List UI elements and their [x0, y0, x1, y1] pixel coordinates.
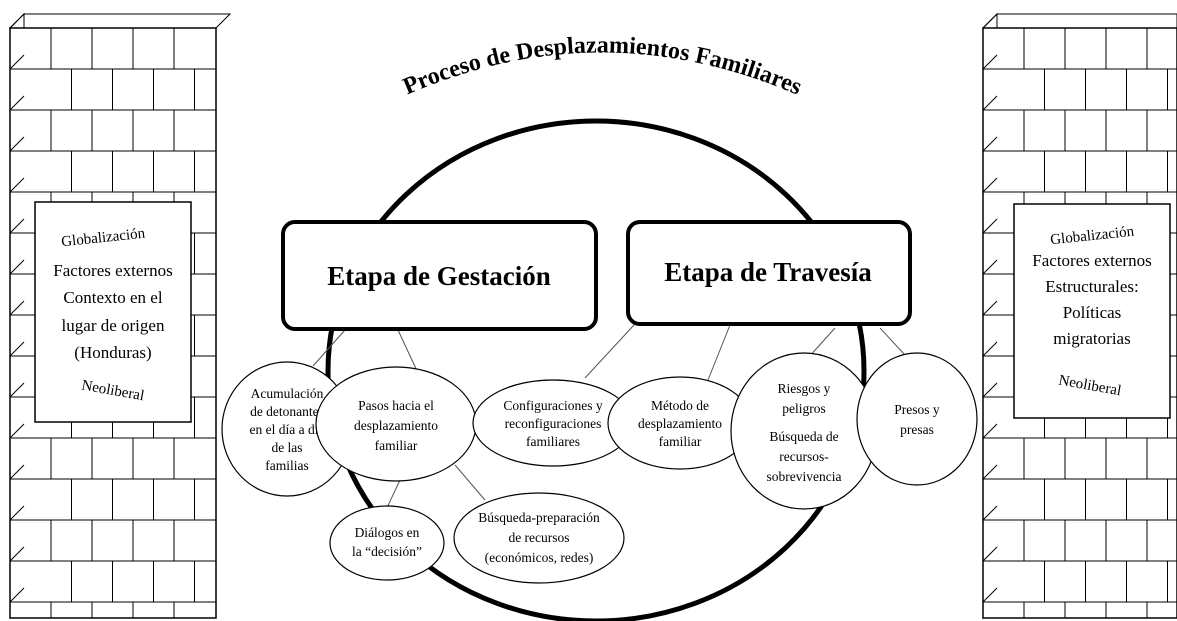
left-panel-line-1: Factores externos	[53, 261, 172, 280]
node-metodo-line-1: Método de	[651, 398, 709, 413]
right-context-panel: Globalización Factores externos Estructu…	[1013, 203, 1171, 419]
stage-gestacion: Etapa de Gestación	[281, 220, 598, 331]
node-presos-line-1: Presos y	[894, 402, 940, 417]
node-riesgos-line-2: peligros	[782, 401, 826, 416]
node-metodo: Método de desplazamiento familiar	[607, 376, 753, 470]
left-context-panel: Globalización Factores externos Contexto…	[34, 201, 192, 423]
node-pasos-line-2: desplazamiento	[354, 418, 438, 433]
stage-travesia: Etapa de Travesía	[626, 220, 912, 326]
node-busqueda-line-3: (económicos, redes)	[485, 550, 594, 565]
node-pasos: Pasos hacia el desplazamiento familiar	[315, 366, 477, 482]
left-panel-line-3: lugar de origen	[62, 316, 165, 335]
node-dialogos-line-2: la “decisión”	[352, 544, 422, 559]
right-panel-line-1: Factores externos	[1032, 251, 1151, 270]
stage-travesia-label: Etapa de Travesía	[664, 257, 872, 287]
node-acumulacion: Acumulación de detonantes en el día a dí…	[221, 361, 353, 497]
node-configuraciones-line-1: Configuraciones y	[503, 398, 603, 413]
node-busqueda-preparacion: Búsqueda-preparación de recursos (económ…	[453, 492, 625, 584]
node-riesgos: Riesgos y peligros Búsqueda de recursos-…	[730, 352, 878, 510]
right-panel-line-2: Estructurales:	[1045, 277, 1138, 296]
node-riesgos-line-3: Búsqueda de	[769, 429, 838, 444]
node-acumulacion-line-1: Acumulación	[251, 386, 324, 401]
node-acumulacion-line-5: familias	[265, 458, 309, 473]
node-acumulacion-line-4: de las	[271, 440, 302, 455]
node-dialogos: Diálogos en la “decisión”	[329, 505, 445, 581]
node-metodo-line-2: desplazamiento	[638, 416, 722, 431]
process-circle	[325, 118, 867, 621]
node-presos-line-2: presas	[900, 422, 934, 437]
node-dialogos-line-1: Diálogos en	[355, 525, 420, 540]
process-title: Proceso de Desplazamientos Familiares	[399, 32, 805, 100]
node-pasos-line-1: Pasos hacia el	[358, 398, 434, 413]
right-panel-line-4: migratorias	[1053, 329, 1130, 348]
right-panel-line-3: Políticas	[1063, 303, 1122, 322]
node-configuraciones-line-3: familiares	[526, 434, 580, 449]
node-presos: Presos y presas	[856, 352, 978, 486]
node-riesgos-line-1: Riesgos y	[778, 381, 831, 396]
node-busqueda-line-1: Búsqueda-preparación	[478, 510, 600, 525]
node-riesgos-line-4: recursos-	[779, 449, 829, 464]
node-busqueda-line-2: de recursos	[508, 530, 569, 545]
left-panel-line-2: Contexto en el	[63, 288, 162, 307]
node-configuraciones-line-2: reconfiguraciones	[505, 416, 602, 431]
node-acumulacion-line-2: de detonantes	[250, 404, 324, 419]
stage-gestacion-label: Etapa de Gestación	[327, 261, 551, 291]
node-metodo-line-3: familiar	[659, 434, 702, 449]
node-riesgos-line-5: sobrevivencia	[767, 469, 842, 484]
left-panel-line-4: (Honduras)	[74, 343, 151, 362]
node-acumulacion-line-3: en el día a día	[250, 422, 325, 437]
node-pasos-line-3: familiar	[375, 438, 418, 453]
